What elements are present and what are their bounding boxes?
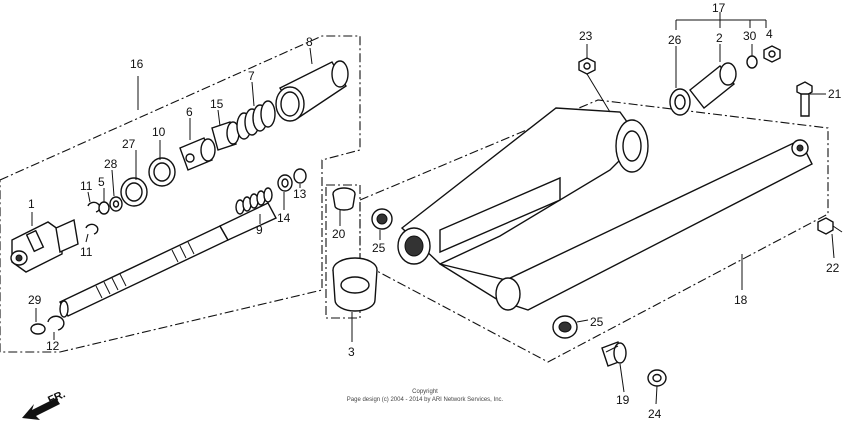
circlip-12[interactable] (47, 315, 65, 331)
label-21: 21 (828, 87, 842, 101)
boot-8[interactable] (275, 60, 349, 122)
bolt-22[interactable] (817, 217, 843, 235)
label-19: 19 (616, 393, 630, 407)
label-17: 17 (712, 1, 726, 15)
spring-9[interactable] (235, 187, 273, 215)
label-16: 16 (130, 57, 144, 71)
spring-7[interactable] (236, 100, 276, 140)
universal-joint[interactable] (10, 218, 79, 273)
label-11-lower: 11 (80, 245, 93, 259)
washer-5[interactable] (98, 201, 110, 215)
lock-nut-24[interactable] (647, 369, 667, 387)
copyright-title: Copyright (412, 389, 438, 395)
label-20: 20 (332, 227, 346, 241)
damper-rubber-20[interactable] (332, 187, 356, 211)
seal-26[interactable] (669, 88, 691, 116)
label-13: 13 (293, 187, 307, 201)
washer-28[interactable] (109, 196, 123, 212)
washer-14[interactable] (277, 174, 293, 192)
circlip-11-upper[interactable] (87, 201, 101, 213)
copyright-notice: Page design (c) 2004 - 2014 by ARI Netwo… (347, 397, 504, 403)
label-25-lower: 25 (590, 315, 604, 329)
label-11-upper: 11 (80, 179, 93, 193)
damper-holder-3[interactable] (332, 257, 378, 312)
swingarm-18[interactable] (397, 107, 813, 311)
label-25-upper: 25 (372, 241, 386, 255)
damper-group-outline (325, 184, 361, 319)
drive-shaft-group-outline (0, 35, 361, 353)
bearing-25-lower[interactable] (552, 315, 578, 339)
circlip-29[interactable] (30, 323, 46, 335)
collar-15[interactable] (211, 121, 240, 151)
bearing-25-upper[interactable] (371, 208, 393, 230)
label-24: 24 (648, 407, 662, 421)
nut-23[interactable] (578, 57, 596, 75)
shaft-2[interactable] (689, 62, 737, 109)
label-3: 3 (348, 345, 355, 359)
front-direction-label: FR. (46, 388, 67, 406)
nut-4[interactable] (763, 45, 781, 63)
label-9: 9 (256, 223, 263, 237)
bolt-21[interactable] (796, 81, 813, 117)
label-27: 27 (122, 137, 136, 151)
label-14: 14 (277, 211, 291, 225)
label-5: 5 (98, 175, 105, 189)
label-6: 6 (186, 105, 193, 119)
pivot-bolt-19[interactable] (601, 341, 627, 367)
label-1: 1 (28, 197, 35, 211)
front-direction-arrow-icon: FR. (22, 388, 67, 420)
label-23: 23 (579, 29, 593, 43)
label-2: 2 (716, 31, 723, 45)
washer-30[interactable] (746, 55, 758, 69)
circlip-11-lower[interactable] (85, 223, 99, 235)
label-12: 12 (46, 339, 60, 353)
label-18: 18 (734, 293, 748, 307)
label-4: 4 (766, 27, 773, 41)
label-28: 28 (104, 157, 118, 171)
label-29: 29 (28, 293, 42, 307)
label-10: 10 (152, 125, 166, 139)
label-8: 8 (306, 35, 313, 49)
label-30: 30 (743, 29, 757, 43)
label-7: 7 (248, 69, 255, 83)
bearing-10[interactable] (148, 157, 176, 187)
label-26: 26 (668, 33, 682, 47)
leader-lines (31, 12, 835, 405)
drive-shaft[interactable] (59, 202, 277, 318)
ring-13[interactable] (293, 168, 307, 184)
oil-seal-27[interactable] (120, 177, 148, 207)
joint-6[interactable] (179, 137, 216, 171)
label-22: 22 (826, 261, 840, 275)
label-15: 15 (210, 97, 224, 111)
